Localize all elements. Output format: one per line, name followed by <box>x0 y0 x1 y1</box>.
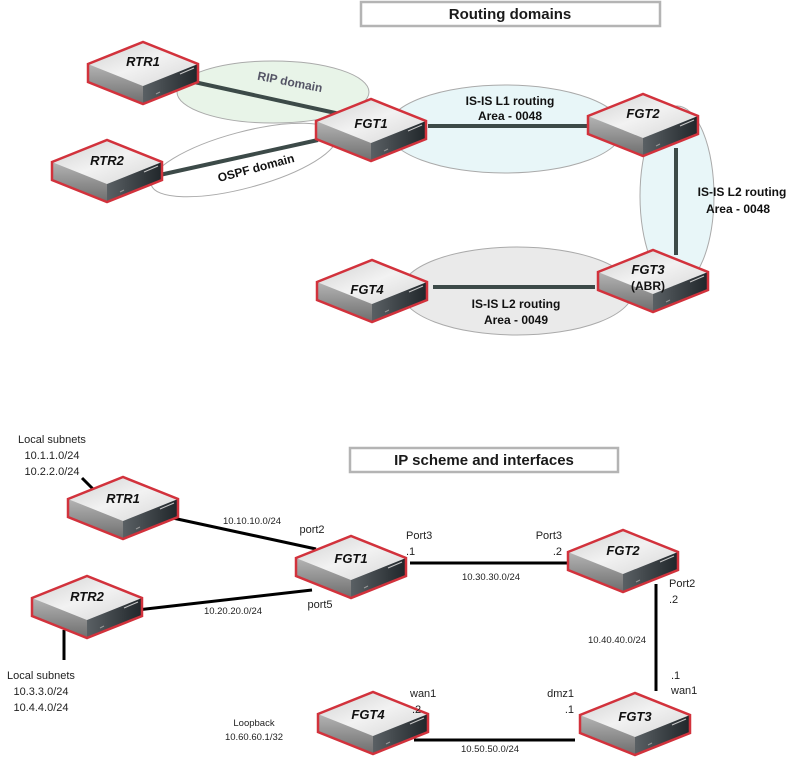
device-fgt4[interactable]: FGT4 <box>315 258 429 324</box>
isis-l1-label-line2: Area - 0048 <box>478 109 542 123</box>
fgt4-wan1-ip: .2 <box>412 704 421 716</box>
fgt4-wan1-label: wan1 <box>409 688 436 700</box>
device-rtr2[interactable]: RTR2 <box>50 138 164 204</box>
fgt2-port2-label: Port2 <box>669 578 695 590</box>
ospf-domain-label: OSPF domain <box>216 151 296 185</box>
device-label: FGT2 <box>626 106 660 121</box>
fgt4-loopback-label: Loopback <box>233 718 274 729</box>
rtr1-subnets-heading: Local subnets <box>18 434 86 446</box>
device-fgt1[interactable]: FGT1 <box>314 97 428 163</box>
subnet-fgt1-fgt2: 10.30.30.0/24 <box>462 572 520 583</box>
ospf-domain-ellipse <box>150 122 338 198</box>
device-label: FGT4 <box>350 282 384 297</box>
device-label: FGT3 <box>618 709 652 724</box>
ip-link-rtr2-fgt1 <box>136 588 313 612</box>
fgt1-port3-label: Port3 <box>406 530 432 542</box>
link-rtr2-fgt1 <box>154 138 319 178</box>
ip-device-rtr1[interactable]: RTR1 <box>66 475 180 541</box>
routing-title: Routing domains <box>449 6 572 23</box>
device-label: RTR1 <box>106 491 140 506</box>
device-role: (ABR) <box>631 279 665 293</box>
ip-device-fgt2[interactable]: FGT2 <box>566 528 680 594</box>
device-label: RTR1 <box>126 54 160 69</box>
device-fgt2[interactable]: FGT2 <box>586 92 700 158</box>
isis-l2-area49-label-line1: IS-IS L2 routing <box>472 297 561 311</box>
isis-l2-area49-label-line2: Area - 0049 <box>484 313 548 327</box>
fgt3-wan1-ip: .1 <box>671 670 680 682</box>
subnet-rtr1-fgt1: 10.10.10.0/24 <box>223 516 281 527</box>
rtr2-subnets-heading: Local subnets <box>7 670 75 682</box>
fgt3-dmz1-ip: .1 <box>565 704 574 716</box>
routing-title-box: Routing domains <box>359 0 662 28</box>
fgt2-port3-ip: .2 <box>553 546 562 558</box>
rtr2-subnet-1: 10.3.3.0/24 <box>13 686 68 698</box>
device-label: RTR2 <box>90 153 124 168</box>
device-label: FGT1 <box>334 551 367 566</box>
device-label: FGT2 <box>606 543 640 558</box>
device-rtr1[interactable]: RTR1 <box>86 40 200 106</box>
fgt3-wan1-label: wan1 <box>670 685 697 697</box>
device-label: RTR2 <box>70 589 104 604</box>
isis-l2-area48-label-line1: IS-IS L2 routing <box>698 185 787 199</box>
isis-l2-area48-label-line2: Area - 0048 <box>706 202 770 216</box>
rtr1-subnet-1: 10.1.1.0/24 <box>24 450 79 462</box>
ip-title-box: IP scheme and interfaces <box>348 446 620 474</box>
ip-title: IP scheme and interfaces <box>394 452 574 469</box>
fgt1-port5-label: port5 <box>307 599 332 611</box>
rtr1-subnet-2: 10.2.2.0/24 <box>24 466 79 478</box>
isis-l1-label-line1: IS-IS L1 routing <box>466 94 555 108</box>
fgt2-port3-label: Port3 <box>536 530 562 542</box>
rtr1-local-subnet-stub <box>80 476 96 492</box>
fgt2-port2-ip: .2 <box>669 594 678 606</box>
link-rtr1-fgt1 <box>184 78 341 116</box>
rip-domain-ellipse <box>176 60 370 124</box>
fgt4-loopback-address: 10.60.60.1/32 <box>225 732 283 743</box>
fgt3-dmz1-label: dmz1 <box>547 688 574 700</box>
subnet-rtr2-fgt1: 10.20.20.0/24 <box>204 606 262 617</box>
fgt1-port2-label: port2 <box>299 524 324 536</box>
device-label: FGT1 <box>354 116 387 131</box>
ip-device-fgt1[interactable]: FGT1 <box>294 534 408 600</box>
ip-device-fgt4[interactable]: FGT4 <box>316 690 430 756</box>
device-label: FGT4 <box>351 707 385 722</box>
subnet-fgt4-fgt3: 10.50.50.0/24 <box>461 744 519 755</box>
ip-device-rtr2[interactable]: RTR2 <box>30 574 144 640</box>
rtr2-subnet-2: 10.4.4.0/24 <box>13 702 68 714</box>
device-label: FGT3 <box>631 262 665 277</box>
fgt1-port3-ip: .1 <box>406 546 415 558</box>
ip-device-fgt3[interactable]: FGT3 <box>578 691 692 757</box>
device-fgt3[interactable]: FGT3 (ABR) <box>596 248 710 314</box>
ip-link-rtr1-fgt1 <box>167 515 317 551</box>
subnet-fgt2-fgt3: 10.40.40.0/24 <box>588 635 646 646</box>
